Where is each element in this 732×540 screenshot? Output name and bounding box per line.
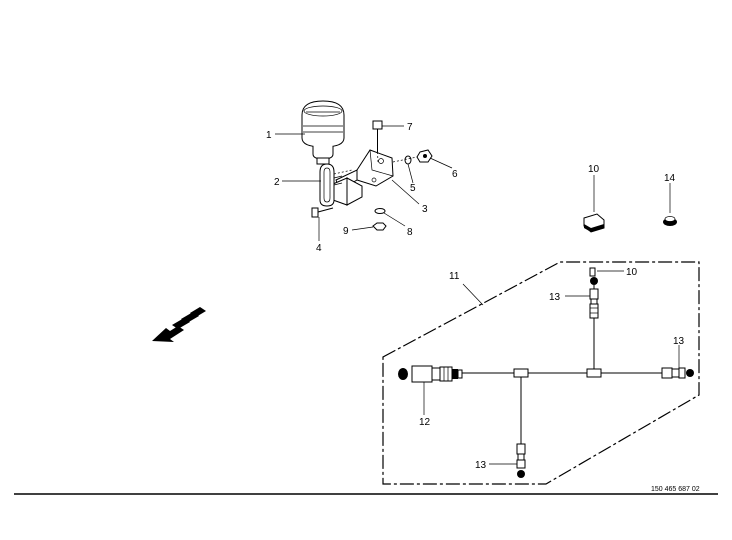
callout-7: 7 — [407, 122, 413, 133]
grommet-14 — [663, 216, 677, 226]
callout-11: 11 — [449, 271, 460, 282]
callout-4: 4 — [316, 243, 322, 254]
washer-8 — [374, 208, 386, 214]
callout-1: 1 — [266, 130, 272, 141]
callout-6: 6 — [452, 169, 458, 180]
callout-3: 3 — [422, 204, 428, 215]
callout-13-right: 13 — [673, 336, 685, 347]
handle — [319, 163, 353, 207]
callout-leaders-harness — [423, 270, 680, 465]
bolt-4 — [311, 207, 334, 218]
callout-13-top: 13 — [549, 292, 561, 303]
callout-13-bottom: 13 — [475, 460, 487, 471]
bolt-7 — [372, 120, 383, 163]
nut-6 — [416, 149, 433, 163]
beacon-lamp — [301, 100, 345, 165]
callout-leaders-upper — [275, 125, 453, 241]
document-number: 150 465 687 02 — [651, 486, 700, 493]
callout-12: 12 — [419, 417, 431, 428]
callout-14: 14 — [664, 173, 676, 184]
direction-arrow-icon — [152, 307, 206, 342]
callout-8: 8 — [407, 227, 413, 238]
callout-10-harness: 10 — [626, 267, 638, 278]
wiring-harness — [398, 267, 694, 478]
callout-10-clip: 10 — [588, 164, 600, 175]
washer-5 — [404, 155, 412, 165]
callout-5: 5 — [410, 183, 416, 194]
callout-2: 2 — [274, 177, 280, 188]
nut-9 — [372, 222, 387, 231]
mounting-bracket — [332, 149, 394, 206]
clip-10 — [583, 213, 605, 233]
kit-boundary-11 — [382, 261, 700, 485]
callout-9: 9 — [343, 226, 349, 237]
